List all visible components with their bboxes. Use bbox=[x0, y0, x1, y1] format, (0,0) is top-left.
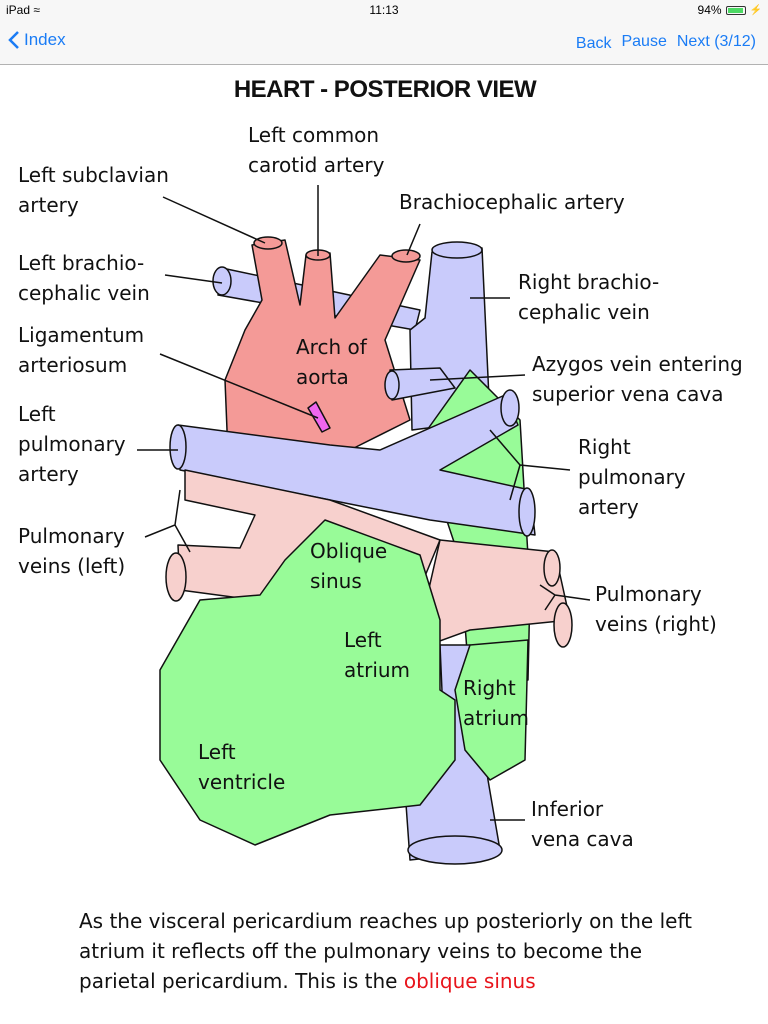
caption-text: As the visceral pericardium reaches up p… bbox=[79, 909, 692, 993]
status-bar: iPad ≈ 11:13 94% ⚡ bbox=[0, 0, 768, 22]
label-left-common-carotid: Left common carotid artery bbox=[248, 123, 385, 177]
label-arch-of-aorta: Arch of aorta bbox=[296, 335, 367, 389]
back-button[interactable]: Back bbox=[575, 35, 612, 52]
label-right-atrium: Right atrium bbox=[463, 676, 530, 730]
label-azygos: Azygos vein entering superior vena cava bbox=[532, 352, 743, 406]
label-right-pulmonary-artery: Right pulmonary artery bbox=[578, 435, 686, 519]
label-inferior-vena-cava: Inferior vena cava bbox=[531, 797, 634, 851]
page-title: HEART - POSTERIOR VIEW bbox=[233, 76, 537, 103]
label-left-brachiocephalic-vein: Left brachio- cephalic vein bbox=[18, 251, 150, 305]
navigation-bar: Index Back Pause Next (3/12) bbox=[0, 22, 768, 65]
leader-lines bbox=[137, 185, 591, 821]
clock: 11:13 bbox=[369, 3, 399, 17]
battery-percent: 94% bbox=[697, 3, 722, 17]
label-left-subclavian: Left subclavian artery bbox=[18, 163, 169, 217]
arch-of-aorta bbox=[224, 239, 421, 456]
battery-icon bbox=[725, 5, 746, 15]
pause-button[interactable]: Pause bbox=[621, 33, 667, 50]
charging-icon: ⚡ bbox=[749, 4, 762, 16]
battery-status: 94% ⚡ bbox=[698, 3, 762, 17]
label-oblique-sinus: Oblique sinus bbox=[310, 539, 388, 593]
ligamentum-arteriosum bbox=[307, 401, 331, 433]
wifi-icon: ≈ bbox=[33, 3, 40, 17]
index-label: Index bbox=[24, 30, 66, 49]
label-left-atrium: Left atrium bbox=[344, 628, 411, 682]
label-brachiocephalic-artery: Brachiocephalic artery bbox=[399, 190, 625, 214]
chevron-left-icon bbox=[8, 31, 19, 49]
label-pulmonary-veins-right: Pulmonary veins (right) bbox=[595, 582, 717, 636]
device-name: iPad ≈ bbox=[6, 3, 40, 17]
label-pulmonary-veins-left: Pulmonary veins (left) bbox=[18, 524, 126, 578]
label-ligamentum: Ligamentum arteriosum bbox=[18, 323, 145, 377]
next-button[interactable]: Next (3/12) bbox=[676, 33, 756, 50]
left-brachiocephalic-vein-end bbox=[212, 266, 232, 296]
right-atrium bbox=[454, 639, 529, 781]
label-right-brachiocephalic-vein: Right brachio- cephalic vein bbox=[518, 270, 660, 324]
caption-highlight: oblique sinus bbox=[403, 969, 536, 993]
left-ventricle-and-atrium bbox=[159, 519, 456, 846]
label-left-pulmonary-artery: Left pulmonary artery bbox=[18, 402, 126, 486]
index-back-button[interactable]: Index bbox=[8, 30, 66, 50]
device-label: iPad bbox=[6, 3, 31, 17]
label-left-ventricle: Left ventricle bbox=[198, 740, 286, 794]
caption: As the visceral pericardium reaches up p… bbox=[79, 906, 699, 996]
